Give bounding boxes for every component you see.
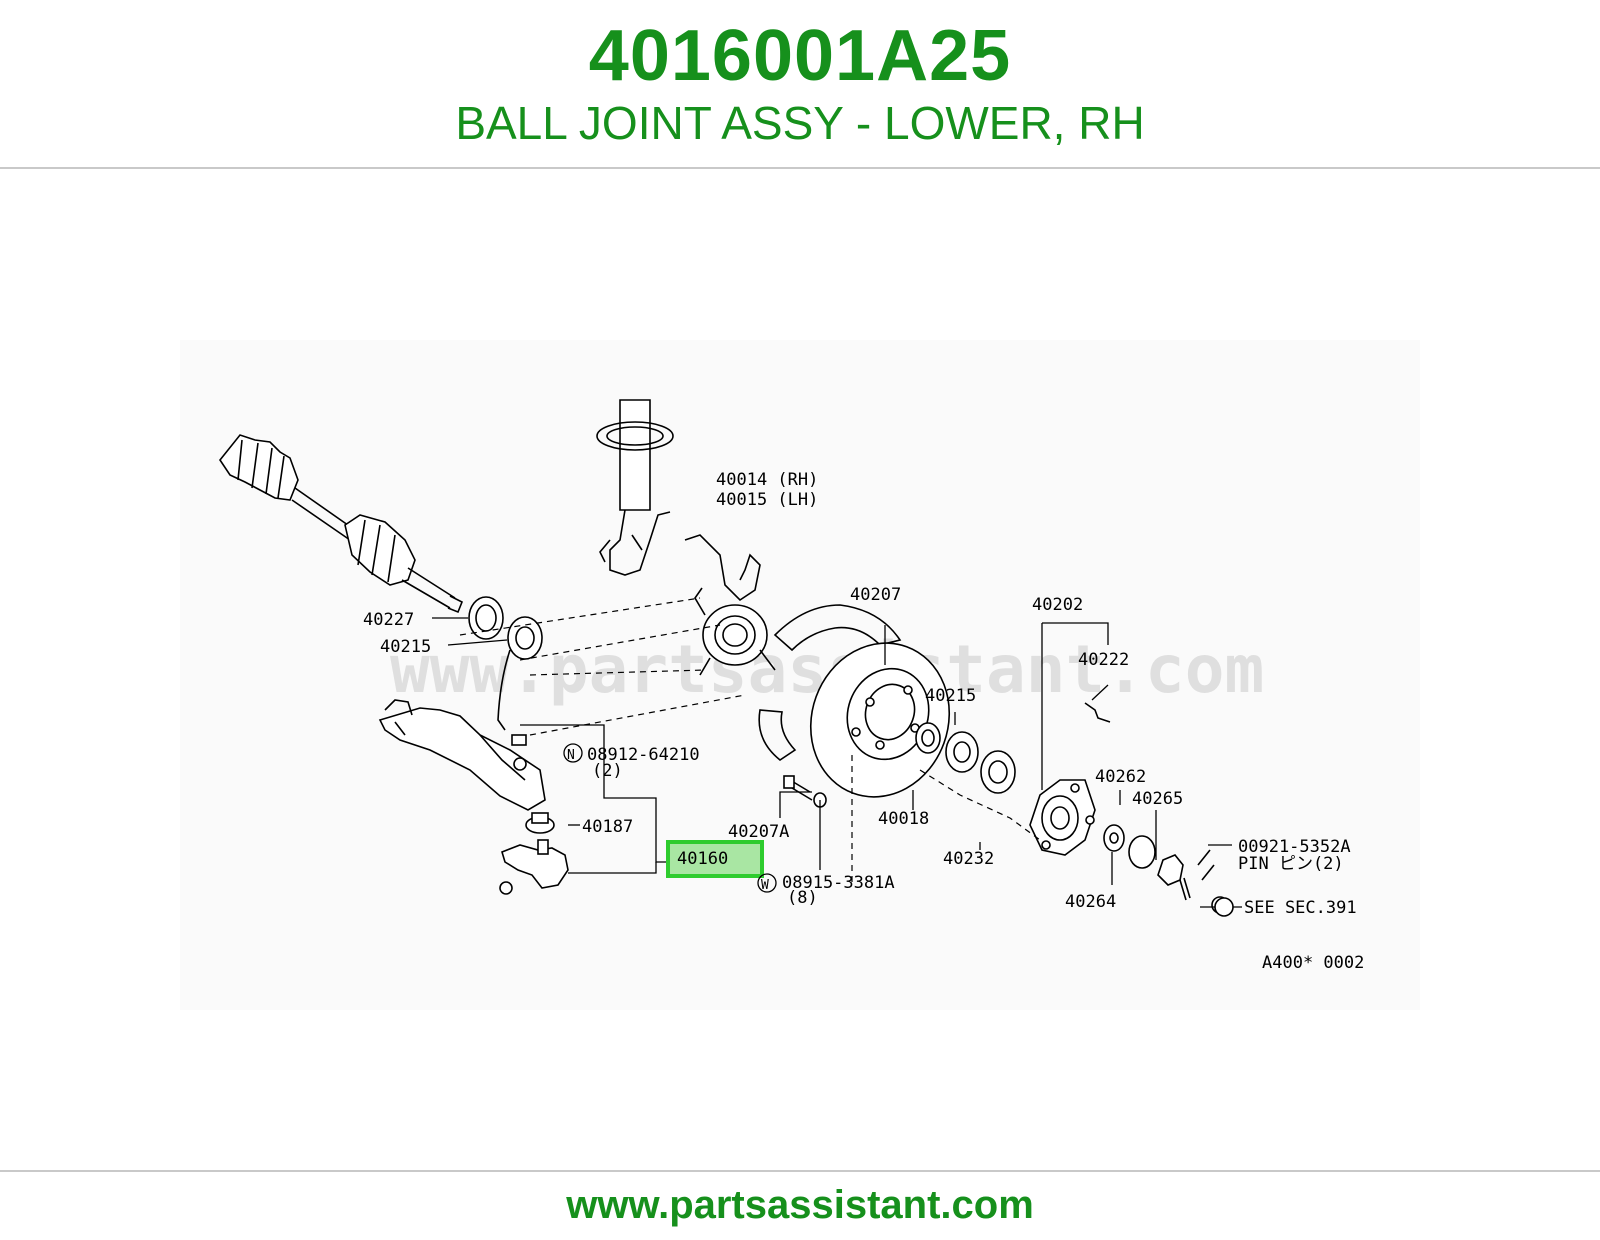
callout-40015[interactable]: 40015 (LH) [716, 490, 818, 510]
callout-00921-5352a[interactable]: 00921-5352A [1238, 837, 1351, 857]
callout-40222[interactable]: 40222 [1078, 650, 1129, 670]
callout-08915-qty: (8) [787, 888, 818, 908]
note-n-circle [563, 743, 583, 763]
note-n-letter: N [567, 748, 575, 763]
callout-40215-right[interactable]: 40215 [925, 686, 976, 706]
callout-labels: 40014 (RH) 40015 (LH) 40207 40202 40222 … [363, 470, 1364, 973]
callout-40232[interactable]: 40232 [943, 849, 994, 869]
diagram-reference-code: A400* 0002 [1262, 953, 1364, 973]
callout-40202[interactable]: 40202 [1032, 595, 1083, 615]
callout-40014[interactable]: 40014 (RH) [716, 470, 818, 490]
footer-divider [0, 1170, 1600, 1172]
diagram-background [180, 340, 1420, 1010]
part-number-title: 4016001A25 [588, 16, 1012, 96]
lower-control-arm [378, 649, 546, 811]
knuckle [684, 534, 776, 676]
callout-08912-qty: (2) [592, 761, 623, 781]
note-w-letter: W [761, 878, 769, 893]
wheel-hub [1029, 702, 1229, 914]
part-description: BALL JOINT ASSY - LOWER, RH [455, 97, 1145, 149]
callout-pin: PIN ピン(2) [1238, 854, 1344, 874]
callout-40262[interactable]: 40262 [1095, 767, 1146, 787]
highlight-box-40160[interactable] [666, 840, 764, 878]
callout-40264[interactable]: 40264 [1065, 892, 1116, 912]
callout-40018[interactable]: 40018 [878, 809, 929, 829]
callout-08915-3381a[interactable]: 08915-3381A [782, 873, 895, 893]
ball-joint-parts [499, 812, 569, 895]
callout-see-sec-391[interactable]: SEE SEC.391 [1244, 898, 1357, 918]
callout-40265[interactable]: 40265 [1132, 789, 1183, 809]
strut-assembly [596, 399, 674, 576]
note-w-circle [757, 873, 777, 893]
callout-40227[interactable]: 40227 [363, 610, 414, 630]
callout-08912-64210[interactable]: 08912-64210 [587, 745, 700, 765]
callout-40207[interactable]: 40207 [850, 585, 901, 605]
callout-40160[interactable]: 40160 [677, 849, 728, 869]
callout-40187[interactable]: 40187 [582, 817, 633, 837]
page-header: 4016001A25 BALL JOINT ASSY - LOWER, RH [0, 0, 1600, 168]
parts-diagram: www.partsassistant.com [180, 340, 1420, 1010]
drive-shaft [219, 434, 464, 614]
small-bolts [783, 775, 827, 808]
header-divider [0, 167, 1600, 169]
footer-site-link[interactable]: www.partsassistant.com [566, 1183, 1034, 1227]
brake-disc [809, 642, 951, 798]
callout-40207a[interactable]: 40207A [728, 822, 789, 842]
dashed-guides [459, 597, 1041, 885]
leader-lines [432, 617, 1242, 908]
dust-shield [758, 604, 902, 761]
callout-40215-left[interactable]: 40215 [380, 637, 431, 657]
diagram-svg: www.partsassistant.com [180, 340, 1420, 1010]
pin-and-cap [1179, 877, 1234, 917]
